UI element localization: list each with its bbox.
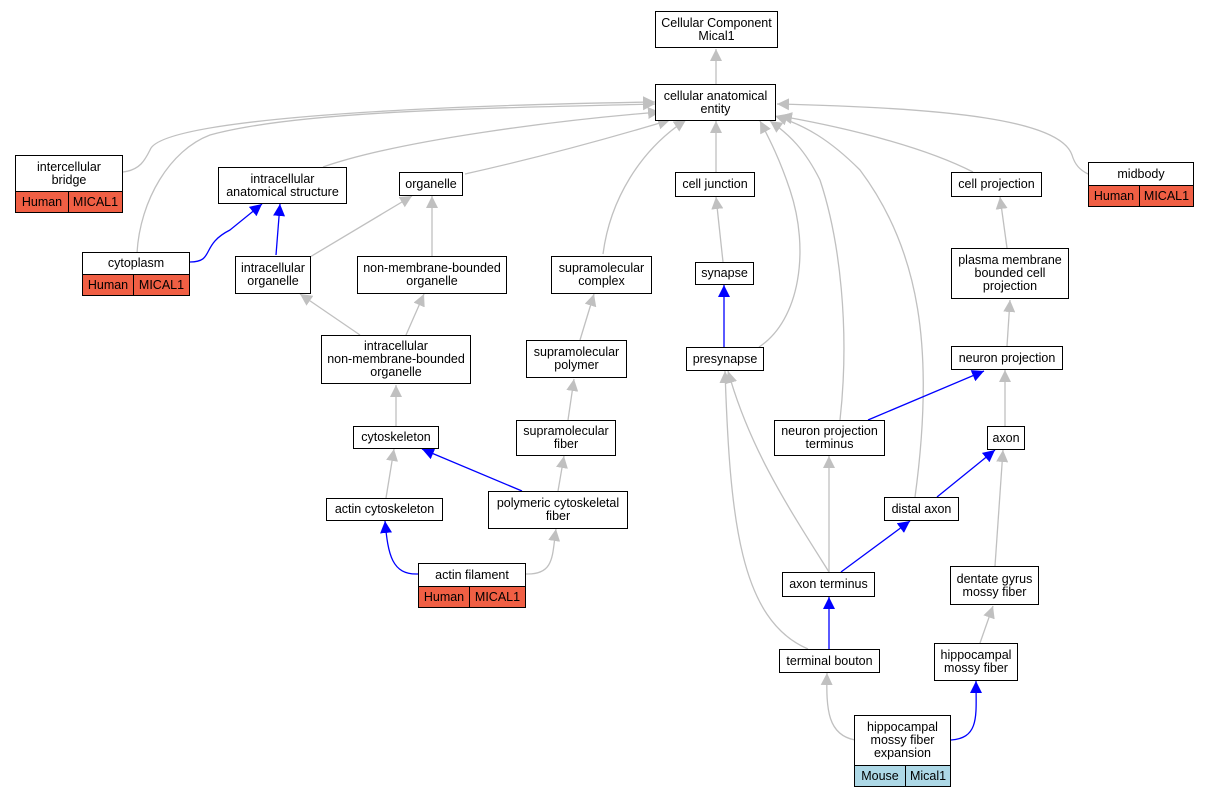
node-label: midbody (1089, 163, 1193, 186)
node-neuron-projection-terminus[interactable]: neuron projection terminus (774, 420, 885, 456)
edge-cytoplasm-to-ias (189, 203, 263, 263)
node-label: actin filament (419, 564, 525, 587)
gene-tag: MICAL1 (133, 275, 189, 295)
edge-npterminus-to-np (867, 370, 985, 421)
node-terminal-bouton[interactable]: terminal bouton (779, 649, 880, 673)
edge-np-to-pmbcp (1003, 299, 1016, 347)
edge-cytoplasm-to-cae (136, 98, 656, 254)
node-cellular-component[interactable]: Cellular Component Mical1 (655, 11, 778, 48)
node-supramolecular-fiber[interactable]: supramolecular fiber (516, 420, 616, 456)
edge-dgmf-to-axon (994, 449, 1009, 567)
edge-midbody-to-cae (776, 98, 1089, 175)
gene-tag: Mical1 (905, 766, 950, 786)
edge-distalaxon-to-axon (936, 449, 996, 498)
edge-pmbcp-to-cp (995, 196, 1008, 249)
node-cytoplasm[interactable]: cytoplasm Human MICAL1 (82, 252, 190, 296)
node-label: intercellular bridge (16, 156, 122, 192)
edge-hmfe-to-bouton (820, 672, 856, 741)
edge-fiber-to-polymer (566, 378, 579, 421)
node-organelle[interactable]: organelle (399, 172, 463, 196)
node-label: cytoplasm (83, 253, 189, 275)
node-neuron-projection[interactable]: neuron projection (951, 346, 1063, 370)
node-axon-terminus[interactable]: axon terminus (782, 572, 875, 597)
edge-ias-to-cae (322, 106, 661, 168)
species-tag: Human (419, 587, 469, 607)
node-cellular-anatomical-entity[interactable]: cellular anatomical entity (655, 84, 776, 121)
edge-intorg-to-ias (273, 203, 286, 256)
edge-bouton-to-presynapse (719, 370, 809, 650)
node-axon[interactable]: axon (987, 426, 1025, 450)
edge-cp-to-cae (779, 112, 974, 173)
node-intracellular-anatomical-structure[interactable]: intracellular anatomical structure (218, 167, 347, 204)
node-intracellular-organelle[interactable]: intracellular organelle (235, 256, 311, 294)
node-cell-junction[interactable]: cell junction (675, 172, 755, 197)
node-intracellular-non-membrane-bounded-organelle[interactable]: intracellular non-membrane-bounded organ… (321, 335, 471, 384)
edge-actinfilament-to-pcf (525, 528, 561, 575)
node-intercellular-bridge[interactable]: intercellular bridge Human MICAL1 (15, 155, 123, 213)
edge-synapse-to-cj (711, 196, 724, 263)
node-cell-projection[interactable]: cell projection (951, 172, 1042, 197)
edge-presynapse-to-cae (758, 120, 801, 348)
edge-pcf-to-cytoskeleton (421, 448, 523, 492)
node-presynapse[interactable]: presynapse (686, 347, 764, 371)
node-cytoskeleton[interactable]: cytoskeleton (353, 426, 439, 449)
edge-supcomplex-to-cae (602, 119, 687, 255)
gene-tag: MICAL1 (1139, 186, 1193, 206)
edge-inmb-to-intorg (299, 293, 361, 336)
node-non-membrane-bounded-organelle[interactable]: non-membrane-bounded organelle (357, 256, 507, 294)
node-distal-axon[interactable]: distal axon (884, 497, 959, 521)
edge-pcf-to-fiber (556, 455, 568, 492)
species-tag: Human (16, 192, 68, 212)
node-hippocampal-mossy-fiber[interactable]: hippocampal mossy fiber (934, 643, 1018, 681)
node-polymeric-cytoskeletal-fiber[interactable]: polymeric cytoskeletal fiber (488, 491, 628, 529)
node-midbody[interactable]: midbody Human MICAL1 (1088, 162, 1194, 207)
edge-npterminus-to-cae (769, 120, 845, 421)
edge-bridge-to-cae (122, 96, 656, 173)
node-supramolecular-polymer[interactable]: supramolecular polymer (526, 340, 627, 378)
edge-inmb-to-nmb (405, 293, 425, 336)
edge-axonterminus-to-distalaxon (840, 520, 911, 573)
edge-polymer-to-supcomplex (579, 293, 597, 341)
edge-hmf-to-dgmf (979, 605, 995, 644)
node-supramolecular-complex[interactable]: supramolecular complex (551, 256, 652, 294)
node-hippocampal-mossy-fiber-expansion[interactable]: hippocampal mossy fiber expansion Mouse … (854, 715, 951, 787)
gene-tag: MICAL1 (68, 192, 122, 212)
edge-hmfe-to-hmf (950, 680, 983, 741)
node-dentate-gyrus-mossy-fiber[interactable]: dentate gyrus mossy fiber (950, 566, 1039, 605)
species-tag: Human (1089, 186, 1139, 206)
node-actin-cytoskeleton[interactable]: actin cytoskeleton (326, 498, 443, 521)
node-actin-filament[interactable]: actin filament Human MICAL1 (418, 563, 526, 608)
species-tag: Human (83, 275, 133, 295)
edge-actincyto-to-cytoskeleton (385, 448, 398, 499)
edge-intorg-to-organelle (309, 195, 413, 258)
edge-organelle-to-cae (464, 117, 671, 175)
edge-actinfilament-to-actincyto (380, 520, 419, 575)
gene-tag: MICAL1 (469, 587, 525, 607)
node-synapse[interactable]: synapse (695, 262, 754, 285)
node-plasma-membrane-bounded-cell-projection[interactable]: plasma membrane bounded cell projection (951, 248, 1069, 299)
edge-axonterminus-to-presynapse (725, 370, 830, 573)
node-label: hippocampal mossy fiber expansion (855, 716, 950, 766)
species-tag: Mouse (855, 766, 905, 786)
